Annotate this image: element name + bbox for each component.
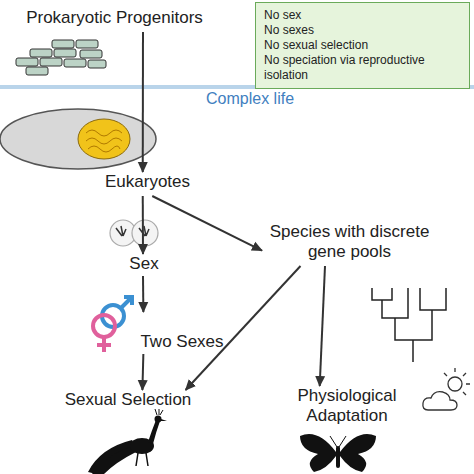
cloud xyxy=(423,392,457,410)
peacock-tail xyxy=(88,440,136,474)
note-box: No sexNo sexesNo sexual selectionNo spec… xyxy=(255,2,470,89)
stage-label: Species with discrete gene pools xyxy=(262,222,437,266)
bacterium xyxy=(16,58,38,66)
sun-rays xyxy=(444,368,470,395)
weather-icon xyxy=(423,368,470,410)
butterfly-wing xyxy=(300,434,336,472)
bacterium xyxy=(26,67,48,75)
stage-label: Two Sexes xyxy=(136,312,228,354)
stage-label: Eukaryotes xyxy=(100,172,195,196)
butterfly-antennae xyxy=(330,436,346,447)
sun xyxy=(448,377,462,391)
male-arrow xyxy=(121,297,132,308)
butterfly-wing xyxy=(340,434,376,472)
node-text: Sexual Selection xyxy=(48,390,208,410)
prokaryote-cluster xyxy=(16,40,106,75)
bacterium xyxy=(52,40,74,48)
node-text: Species with discrete gene pools xyxy=(262,222,437,262)
peacock-neck xyxy=(148,420,160,444)
stage-label: Prokaryotic Progenitors xyxy=(22,8,207,32)
phylogenetic-tree xyxy=(372,288,446,362)
bacterium xyxy=(64,59,86,67)
organelle-membrane xyxy=(86,130,122,152)
tree-branches xyxy=(372,288,446,362)
eukaryote-cell xyxy=(0,109,156,169)
flow-arrow xyxy=(142,32,144,172)
peacock-crest xyxy=(155,409,163,415)
note-line: No sex xyxy=(264,8,461,23)
flow-arrow xyxy=(320,266,325,386)
bacterium xyxy=(76,40,98,48)
flow-arrow xyxy=(141,354,144,390)
node-text: Eukaryotes xyxy=(100,172,195,192)
stage-label: Sexual Selection xyxy=(48,390,208,414)
bacterium xyxy=(30,49,52,57)
stage-label: Sex xyxy=(124,254,164,276)
gender-symbol xyxy=(93,297,132,352)
stage-label: Physiological Adaptation xyxy=(282,386,412,430)
bacterium xyxy=(40,58,62,66)
female-cross xyxy=(97,337,111,352)
peacock-head xyxy=(155,416,162,423)
bacterium xyxy=(54,49,76,57)
peacock-beak xyxy=(161,419,167,421)
note-line: No speciation via reproductive isolation xyxy=(264,53,461,83)
butterfly-body xyxy=(336,446,340,468)
female-symbol xyxy=(93,315,115,337)
node-text: Physiological Adaptation xyxy=(282,386,412,426)
region-label: Complex life xyxy=(206,90,294,108)
node-text: Two Sexes xyxy=(136,332,228,352)
bacterium xyxy=(88,60,106,68)
flow-arrow xyxy=(142,276,144,312)
node-text: Sex xyxy=(124,254,164,274)
flow-arrow xyxy=(152,196,262,251)
peacock xyxy=(88,409,167,474)
organelle xyxy=(78,119,130,159)
butterfly xyxy=(300,434,376,472)
flow-arrow xyxy=(186,266,301,390)
note-line: No sexual selection xyxy=(264,38,461,53)
peacock-legs xyxy=(136,453,148,466)
note-line: No sexes xyxy=(264,23,461,38)
flow-arrow xyxy=(142,196,144,254)
node-text: Prokaryotic Progenitors xyxy=(22,8,207,28)
peacock-tail xyxy=(92,446,136,474)
chromosomes xyxy=(116,226,149,236)
bacterium xyxy=(80,50,102,58)
